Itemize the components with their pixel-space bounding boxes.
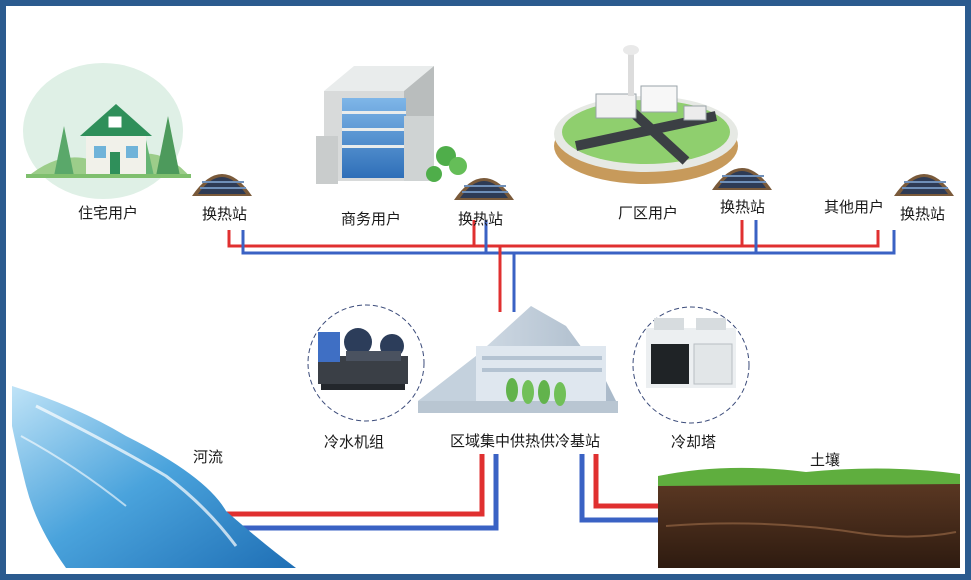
- central-plant-building-icon: [418, 306, 618, 413]
- residential-user-label: 住宅用户: [78, 204, 139, 222]
- office-building-icon: [316, 66, 467, 184]
- station-label-2: 换热站: [458, 210, 504, 228]
- heat-exchange-station-icon-4: [894, 174, 954, 196]
- chiller-unit-icon: [307, 304, 425, 422]
- other-user-label: 其他用户: [824, 198, 885, 216]
- cooling-tower-label: 冷却塔: [671, 433, 717, 451]
- river-icon: [12, 386, 296, 568]
- supply-pipe-main: [227, 230, 880, 248]
- station-label-3: 换热站: [720, 198, 766, 216]
- heat-exchange-station-icon-1: [192, 174, 252, 196]
- heat-exchange-station-icon-3: [712, 168, 772, 190]
- industrial-user-label: 厂区用户: [618, 204, 679, 222]
- heat-exchange-station-icon-2: [454, 178, 514, 200]
- soil-label: 土壤: [810, 451, 841, 469]
- commercial-user-label: 商务用户: [341, 210, 402, 228]
- river-supply-pipe: [224, 454, 485, 517]
- river-label: 河流: [193, 448, 224, 466]
- river-return-pipe: [224, 454, 499, 531]
- industrial-park-icon: [554, 45, 738, 184]
- chiller-label: 冷水机组: [324, 433, 385, 451]
- station-label-1: 换热站: [202, 205, 248, 223]
- return-pipe-main: [241, 230, 896, 255]
- central-plant-label: 区域集中供热供冷基站: [450, 432, 601, 450]
- residential-building-icon: [23, 63, 191, 199]
- distribution-pipes: [227, 220, 896, 312]
- soil-icon: [658, 467, 960, 568]
- diagram-canvas: [12, 45, 960, 568]
- cooling-tower-icon: [632, 306, 750, 424]
- station-label-4: 换热站: [900, 205, 946, 223]
